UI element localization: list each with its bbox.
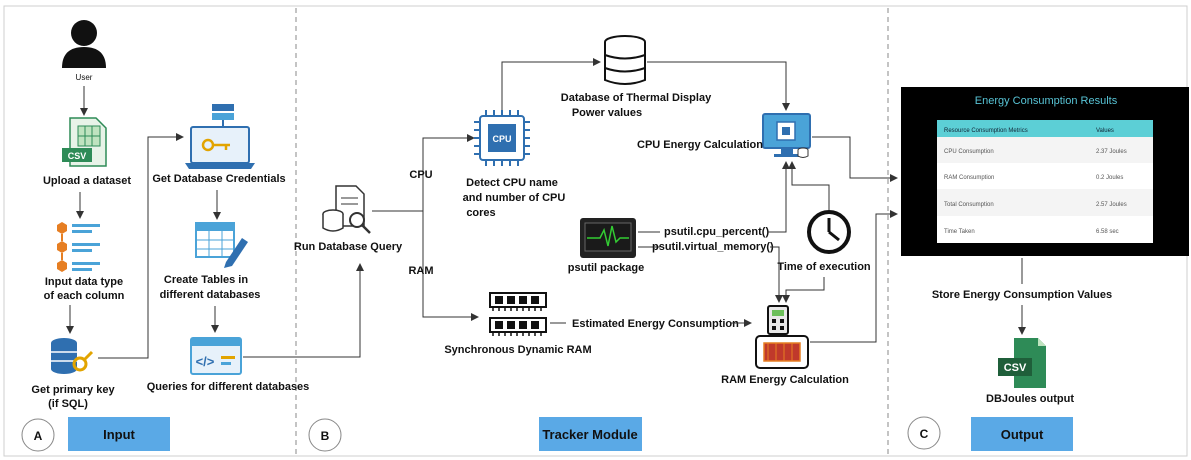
results-cell-metric: Time Taken [944, 229, 975, 235]
code-window-icon: </> [190, 337, 242, 375]
arrow-time-ram-energy [782, 277, 825, 303]
section-tracker-label-box [539, 417, 642, 451]
queries-label: Queries for different databases [147, 381, 310, 393]
tables-label-2: different databases [160, 289, 261, 301]
csv-output-text: CSV [1004, 362, 1027, 374]
csv-output-icon: CSV [998, 338, 1046, 388]
results-title: Energy Consumption Results [975, 95, 1118, 107]
results-cell-value: 6.58 sec [1096, 229, 1119, 235]
arrow-psutil-ram-energy [770, 246, 783, 303]
user-label: User [76, 73, 93, 82]
psutil-memory-label: psutil.virtual_memory() [652, 241, 774, 253]
store-values-label: Store Energy Consumption Values [932, 289, 1112, 301]
arrow-thermal-cpu-energy [647, 61, 790, 111]
database-search-icon [322, 185, 371, 234]
section-b-letter: B [321, 429, 330, 443]
datatype-list-icon [57, 222, 100, 272]
section-output-label: Output [1001, 427, 1044, 442]
user-icon [62, 20, 106, 68]
detect-cpu-label-1: Detect CPU name [466, 177, 558, 189]
results-table-header [937, 120, 1153, 137]
psutil-package-label: psutil package [568, 262, 644, 274]
section-a-badge: A [21, 418, 55, 452]
cpu-energy-label: CPU Energy Calculation [637, 139, 763, 151]
section-tracker-label: Tracker Module [542, 427, 637, 442]
dbjoules-output-label: DBJoules output [986, 393, 1074, 405]
cpu-branch-label: CPU [409, 169, 432, 181]
arrow-queries-run [243, 263, 364, 358]
arrow-time-cpu-energy [788, 161, 830, 210]
results-cell-value: 0.2 Joules [1096, 175, 1123, 181]
arrow-cpu-thermal [501, 58, 601, 110]
arrow-cpu-energy-output [812, 136, 898, 182]
ram-branch-label: RAM [408, 265, 433, 277]
section-c-letter: C [920, 427, 929, 441]
primary-key-label-2: (if SQL) [48, 398, 88, 410]
results-cell-metric: Total Consumption [944, 202, 994, 208]
section-input-label: Input [103, 427, 135, 442]
clock-icon [807, 210, 851, 254]
database-key-icon [51, 338, 94, 374]
arrow-primary-credentials [98, 133, 184, 359]
section-input-label-box [68, 417, 170, 451]
csv-badge-text: CSV [68, 151, 87, 161]
oscilloscope-icon [580, 218, 636, 258]
results-header-values: Values [1096, 128, 1114, 134]
section-a-letter: A [34, 429, 43, 443]
ram-module-icon [489, 292, 547, 336]
sdram-label: Synchronous Dynamic RAM [444, 344, 591, 356]
estimated-label: Estimated Energy Consumption [572, 318, 739, 330]
cpu-chip-icon: CPU [474, 110, 530, 166]
results-cell-value: 2.57 Joules [1096, 202, 1127, 208]
cpu-monitor-icon [762, 113, 811, 158]
datatype-label-2: of each column [44, 290, 125, 302]
results-header-metric: Resource Consumption Metrics [944, 128, 1028, 134]
results-row-ram [937, 163, 1153, 189]
credentials-laptop-icon [185, 104, 255, 169]
ram-calculator-icon [755, 305, 809, 369]
results-cell-metric: CPU Consumption [944, 149, 994, 155]
results-panel: Energy Consumption Results Resource Cons… [901, 87, 1189, 256]
results-cell-value: 2.37 Joules [1096, 149, 1127, 155]
run-query-label: Run Database Query [294, 241, 403, 253]
results-row-time [937, 216, 1153, 243]
psutil-cpu-label: psutil.cpu_percent() [664, 226, 769, 238]
arrow-branch-cpu [422, 134, 475, 211]
arrow-psutil-cpu-energy [768, 161, 790, 233]
tables-label-1: Create Tables in [164, 274, 248, 286]
datatype-label-1: Input data type [45, 276, 123, 288]
csv-file-icon: CSV [62, 117, 107, 167]
results-row-cpu [937, 137, 1153, 163]
section-output-label-box [971, 417, 1073, 451]
results-row-total [937, 189, 1153, 216]
arrow-ram-energy-output [810, 210, 898, 343]
arrow-branch-ram [422, 211, 479, 321]
thermal-label-1: Database of Thermal Display [561, 92, 712, 104]
time-execution-label: Time of execution [777, 261, 871, 273]
ram-energy-label: RAM Energy Calculation [721, 374, 849, 386]
section-b-badge: B [308, 418, 342, 452]
section-c-badge: C [907, 416, 941, 450]
results-cell-metric: RAM Consumption [944, 175, 994, 181]
primary-key-label-1: Get primary key [31, 384, 115, 396]
svg-text:</>: </> [196, 354, 215, 369]
credentials-label: Get Database Credentials [152, 173, 285, 185]
database-stack-icon [604, 35, 646, 85]
thermal-label-2: Power values [572, 107, 642, 119]
cpu-chip-text: CPU [492, 134, 511, 144]
detect-cpu-label-3: cores [466, 207, 495, 219]
tables-pencil-icon [195, 222, 248, 268]
detect-cpu-label-2: and number of CPU [463, 192, 566, 204]
upload-label: Upload a dataset [43, 175, 131, 187]
